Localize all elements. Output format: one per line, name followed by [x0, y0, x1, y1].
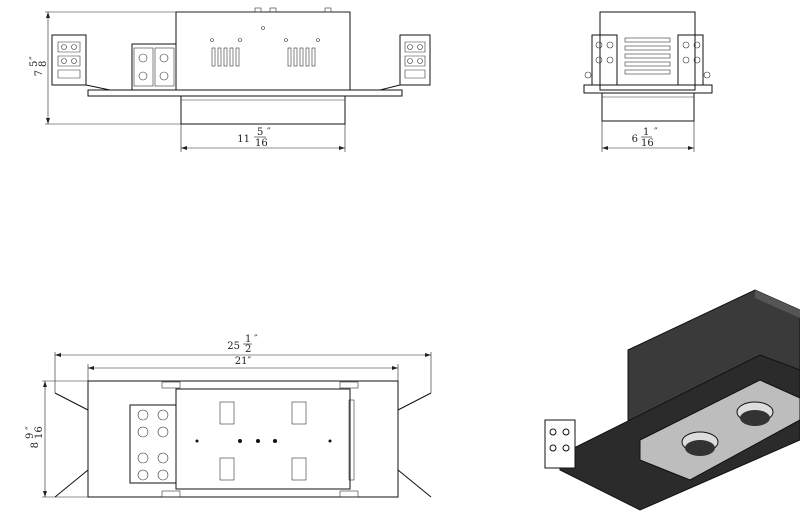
dim-top-overall: 25 1 2 ″ — [54, 334, 432, 393]
dim-front-width: 11 5 16 ″ — [180, 124, 346, 152]
side-view: 6 1 16 ″ — [583, 11, 713, 152]
dim-side-width-whole: 6 — [632, 134, 638, 145]
dim-top-height-whole: 8 — [30, 442, 41, 448]
front-bracket-left — [51, 34, 111, 91]
dim-front-height-num: 5 — [29, 61, 40, 67]
dim-top-overall-den: 2 — [245, 344, 251, 355]
dim-top-height-num: 9 — [25, 433, 36, 439]
dim-top-overall-unit: ″ — [254, 334, 258, 345]
top-junction-box — [129, 404, 177, 484]
dim-top-overall-num: 1 — [245, 334, 251, 345]
dim-top-inner: 21″ — [87, 356, 399, 381]
dim-top-height: 8 9 16 ″ — [25, 380, 88, 498]
dim-top-overall-whole: 25 — [227, 341, 240, 352]
front-vent-right — [287, 47, 316, 67]
front-view: 7 5 8 ″ 11 5 16 ″ — [29, 7, 431, 152]
dim-top-inner-text: 21″ — [235, 356, 252, 367]
dim-top-height-den: 16 — [34, 426, 45, 439]
dim-front-width-den: 16 — [255, 138, 268, 149]
dim-side-width: 6 1 16 ″ — [601, 121, 695, 152]
front-junction-box — [131, 43, 177, 91]
top-vents — [219, 401, 307, 481]
dim-front-width-num: 5 — [257, 127, 263, 138]
front-bracket-right — [379, 34, 431, 91]
dim-side-width-unit: ″ — [654, 127, 658, 138]
top-view: 25 1 2 ″ 21″ 8 9 16 ″ — [25, 334, 432, 498]
isometric-view — [544, 289, 800, 511]
dim-side-width-den: 16 — [641, 138, 654, 149]
dim-side-width-num: 1 — [643, 127, 649, 138]
dim-front-height-whole: 7 — [34, 70, 45, 76]
dim-front-height: 7 5 8 ″ — [29, 11, 181, 125]
front-vent-left — [211, 47, 240, 67]
dim-front-width-unit: ″ — [267, 127, 271, 138]
side-slots — [624, 37, 671, 75]
dim-front-width-whole: 11 — [237, 134, 250, 145]
dim-top-height-unit: ″ — [25, 426, 36, 430]
dim-front-height-den: 8 — [38, 61, 49, 67]
dim-front-height-unit: ″ — [29, 56, 40, 60]
